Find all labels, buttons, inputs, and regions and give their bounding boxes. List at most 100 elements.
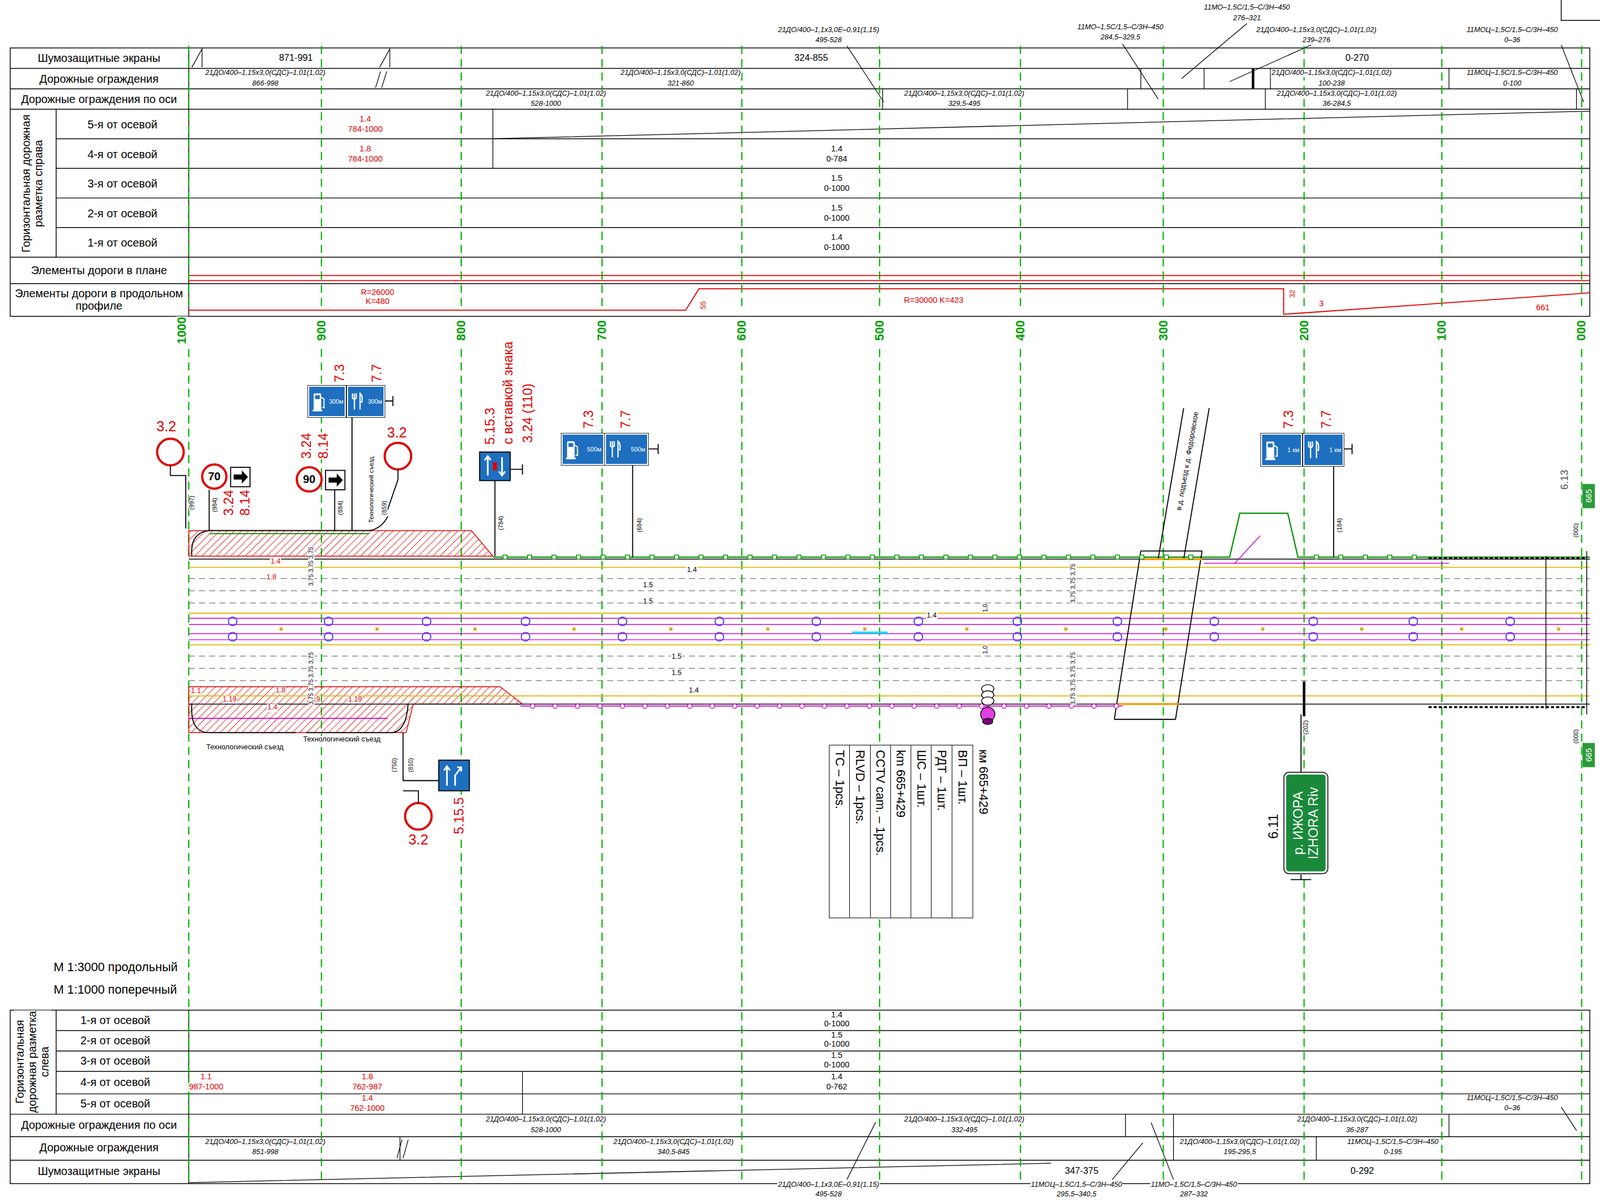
barrier-post: [870, 555, 875, 560]
barrier-post: [698, 555, 703, 560]
drawing-label: 5.15.3: [482, 407, 497, 446]
table-grid: [10, 0, 1600, 1184]
guardrail-post: [620, 703, 625, 709]
guardrail-post: [934, 703, 939, 709]
sign-pictogram: [1262, 434, 1281, 466]
rect-shape: [1268, 443, 1274, 448]
lighting-pole: [1409, 617, 1418, 626]
drawing-label: (184): [1336, 517, 1343, 533]
speed-limit-sign: 70: [201, 463, 228, 490]
drawing-label: 1.5: [830, 1052, 844, 1061]
drawing-label: 329,5-495: [947, 100, 982, 108]
drawing-label: 900: [314, 319, 328, 342]
drawing-label: 55: [700, 300, 708, 310]
median-mark: [375, 627, 379, 631]
sign-text: 1 км: [1329, 446, 1341, 454]
drawing-label: в.д. подъезд к д. Федоровское: [1175, 410, 1201, 512]
drawing-label: (750): [391, 757, 398, 773]
table-text: km 665+429: [893, 750, 908, 818]
guardrail-post: [867, 703, 872, 709]
median-mark: [669, 627, 673, 631]
drawing-label: (684): [636, 517, 643, 533]
barrier-post: [1188, 555, 1193, 560]
drawing-label: 1.4: [266, 704, 279, 712]
drawing-label: 0–36: [1503, 1105, 1521, 1113]
drawing-label: Технологический съезд: [302, 736, 381, 744]
drawing-label: 1.4: [360, 1094, 374, 1104]
drawing-label: (202): [1302, 719, 1309, 735]
service-sign: 500м: [604, 433, 648, 466]
barrier-post: [992, 555, 997, 560]
barrier-post: [625, 555, 630, 560]
drawing-label: 1.5: [830, 174, 844, 183]
guardrail-post: [799, 703, 805, 709]
direction-plate: [325, 470, 345, 490]
barrier-post: [1066, 555, 1071, 560]
drawing-label: (984): [212, 497, 219, 513]
drawing-label: 324-855: [794, 53, 830, 64]
median-mark: [965, 627, 969, 631]
table-lines: [10, 47, 1590, 317]
drawing-label: 1.8: [265, 573, 278, 582]
direction-plate: [230, 467, 250, 487]
road-signs: [157, 395, 1353, 880]
sign-pictogram: [1304, 434, 1323, 466]
drawing-label: Шумозащитные экраны: [37, 52, 162, 65]
lighting-pole: [812, 617, 821, 626]
table-row: км 665+429: [973, 745, 994, 919]
equipment-table: км 665+429ВП – 1шт.РДТ – 1шт.ШС – 1шт.km…: [829, 745, 994, 919]
barrier-post: [1387, 555, 1392, 560]
guardrail-post: [575, 703, 581, 709]
guardrail-post: [911, 703, 917, 709]
lighting-pole: [324, 617, 333, 626]
barrier-post: [1314, 555, 1319, 560]
drawing-label: 287–332: [1179, 1191, 1209, 1199]
drawing-label: 3,75 3,75 3,75: [1070, 563, 1077, 604]
drawing-label: 000: [1575, 319, 1589, 342]
drawing-label: 11МО–1,5С/1,5–С/3Н–450: [1203, 4, 1291, 12]
table-row: RLVD – 1pcs.: [849, 745, 871, 918]
guardrail-post: [1113, 703, 1119, 709]
segment-marks: [188, 1071, 1450, 1184]
direction-arrow: [233, 470, 248, 485]
lighting-pole: [1013, 632, 1022, 641]
sign-text: 300м: [367, 398, 383, 406]
median-mark: [1460, 627, 1464, 631]
station-line: [188, 46, 1582, 1185]
lighting-pole: [1210, 632, 1219, 641]
drawing-label: 3.24: [221, 489, 236, 517]
drawing-label: 36-284,5: [1322, 100, 1352, 108]
direction-arrow: [328, 473, 343, 488]
table-text: ШС – 1шт.: [914, 750, 929, 809]
barrier-post: [919, 555, 924, 560]
drawing-label: Дорожные ограждения по оси: [20, 92, 178, 105]
drawing-label: 1.5: [642, 598, 654, 606]
drawing-label: 1.4: [686, 566, 698, 574]
guardrail-post: [1091, 703, 1096, 709]
table-frame: ВП – 1шт.РДТ – 1шт.ШС – 1шт.km 665+429CC…: [829, 745, 974, 919]
sign-text: 500м: [586, 446, 602, 454]
frame-corner: [1561, 0, 1600, 21]
drawing-label: 0–36: [1503, 37, 1521, 45]
barrier-post: [943, 555, 948, 560]
guardrail-post: [665, 703, 670, 709]
lighting-pole: [1112, 617, 1122, 626]
drawing-label: 4-я от осевой: [86, 148, 158, 160]
barrier-post: [576, 555, 581, 560]
drawing-label: 36-287: [1345, 1126, 1369, 1135]
table-row: РДТ – 1шт.: [931, 745, 952, 918]
river-name-sign: р. ИЖОРАIZHORA Riv: [1284, 773, 1328, 874]
drawing-label: 0-1000: [823, 1040, 850, 1050]
drawing-label: 1000: [175, 316, 189, 345]
rect-shape: [1266, 441, 1275, 459]
drawing-label: 3.2: [407, 832, 429, 848]
drawing-label: 2-я от осевой: [79, 1035, 151, 1047]
guardrail-post: [1046, 703, 1052, 709]
drawing-label: (997): [188, 495, 195, 511]
sign-text: 90: [302, 473, 316, 487]
drawing-label: 0-784: [825, 154, 848, 164]
drawing-label: 21ДО/400–1,15х3,0(СДС)–1,01(1,02): [612, 1139, 734, 1147]
drawing-label: 1.4: [688, 687, 700, 695]
drawing-label: 3.2: [156, 419, 177, 435]
